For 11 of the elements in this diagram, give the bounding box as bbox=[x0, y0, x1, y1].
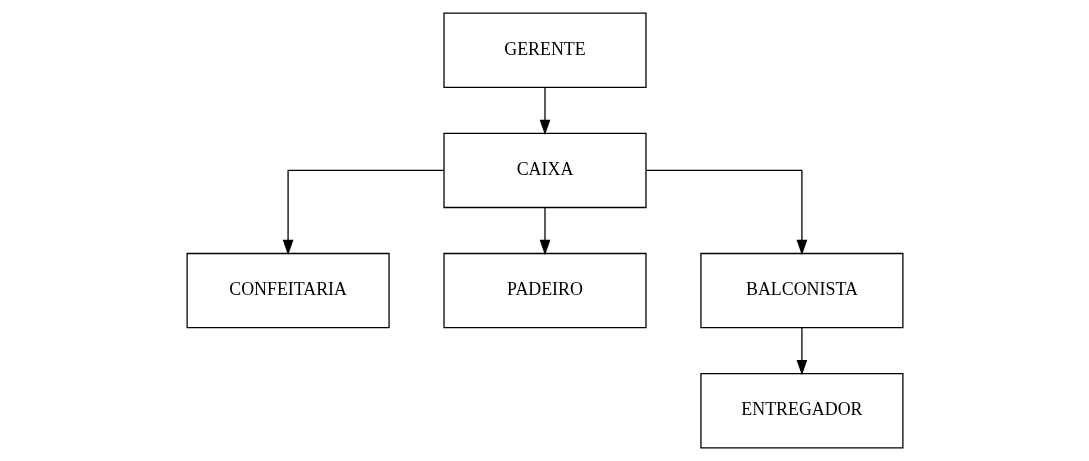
arrow bbox=[282, 169, 444, 256]
node-box: BALCONISTA bbox=[699, 252, 904, 329]
node-box: PADEIRO bbox=[442, 252, 647, 329]
node-box: ENTREGADOR bbox=[699, 373, 904, 449]
node-box: GERENTE bbox=[442, 12, 647, 88]
arrow bbox=[539, 207, 550, 256]
node-box: CONFEITARIA bbox=[185, 252, 390, 329]
arrow bbox=[539, 87, 550, 136]
arrow bbox=[796, 327, 807, 376]
arrow bbox=[645, 169, 807, 256]
node-box: CAIXA bbox=[442, 132, 647, 209]
